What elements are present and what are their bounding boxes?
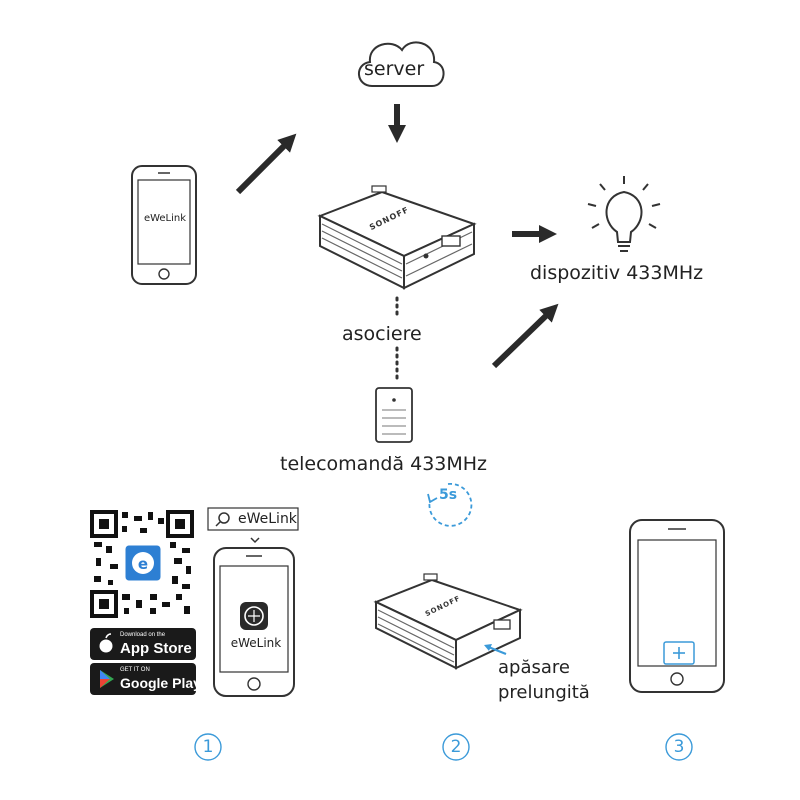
step-1-circle — [194, 733, 222, 761]
remote-label: telecomandă 433MHz — [280, 453, 488, 475]
pairing-label: asociere — [342, 323, 422, 345]
remote-control-icon — [375, 387, 413, 443]
rf-bridge-icon — [373, 573, 523, 670]
google-play-badge[interactable] — [90, 663, 196, 695]
phone-app-label: eWeLink — [230, 636, 282, 650]
device-label: dispozitiv 433MHz — [530, 262, 704, 284]
step-3-circle — [665, 733, 693, 761]
search-input[interactable]: eWeLink — [238, 511, 297, 527]
search-box[interactable] — [207, 507, 299, 531]
search-icon — [215, 512, 230, 527]
chevron-down-icon — [250, 537, 260, 544]
qr-code-icon: e — [90, 510, 194, 618]
app-store-label: App Store — [120, 640, 192, 657]
cloud-icon — [358, 41, 445, 87]
timer-label: 5s — [438, 487, 458, 503]
app-store-badge[interactable] — [90, 628, 196, 660]
rf-bridge-icon — [317, 185, 477, 290]
apple-icon — [99, 633, 113, 653]
google-play-label: Google Play — [120, 675, 201, 691]
qr-badge-letter: e — [138, 555, 148, 573]
step-1-label: 1 — [202, 737, 214, 757]
plus-icon[interactable] — [663, 641, 695, 665]
smartphone-icon — [131, 165, 197, 285]
step-3-label: 3 — [673, 737, 685, 757]
google-play-caption: GET IT ON — [120, 667, 150, 673]
step-2-circle — [442, 733, 470, 761]
smartphone-icon — [629, 519, 725, 693]
light-bulb-icon — [587, 176, 661, 252]
google-play-icon — [100, 670, 114, 688]
arrow-press-head — [484, 644, 492, 651]
server-label: server — [364, 58, 425, 80]
ewelink-app-icon — [240, 602, 268, 630]
arrow-phone-to-server — [235, 133, 297, 195]
arrow-remote-to-device — [491, 303, 559, 369]
step-2-label: 2 — [450, 737, 462, 757]
phone-app-label: eWeLink — [143, 213, 187, 224]
long-press-label: apăsare prelungită — [498, 657, 590, 703]
app-store-caption: Download on the — [120, 632, 166, 638]
timer-icon — [427, 483, 473, 527]
